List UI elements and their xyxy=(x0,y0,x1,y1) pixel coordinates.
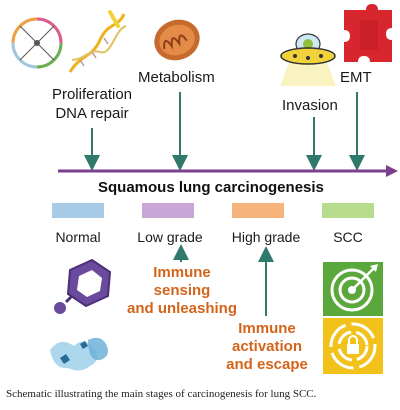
immune-sensing-line-1: Immune xyxy=(153,264,211,281)
stage-label-high-grade: High grade xyxy=(231,229,301,245)
ufo-icon xyxy=(280,33,336,86)
immune-sensing-line-2: sensing xyxy=(153,282,211,299)
stage-swatch-high-grade xyxy=(232,203,284,218)
immune-activation-label: Immune activation and escape xyxy=(212,320,322,374)
maze-lock-icon xyxy=(323,318,383,374)
figure-caption: Schematic illustrating the main stages o… xyxy=(6,388,317,400)
mitochondrion-icon xyxy=(154,19,200,61)
invasion-label: Invasion xyxy=(282,97,338,114)
metabolism-label: Metabolism xyxy=(138,69,215,86)
stage-label-normal: Normal xyxy=(55,229,101,245)
cell-cycle-icon xyxy=(11,17,63,69)
timeline-title: Squamous lung carcinogenesis xyxy=(98,179,324,196)
immune-sensing-line-3: and unleashing xyxy=(126,300,237,317)
immune-sensing-label: Immune sensing and unleashing xyxy=(122,264,242,318)
stage-label-low-grade: Low grade xyxy=(137,229,203,245)
emt-label: EMT xyxy=(340,69,372,86)
immune-cells-icon xyxy=(50,337,108,371)
proliferation-label: Proliferation xyxy=(51,86,133,103)
puzzle-icon xyxy=(344,4,392,62)
molecular-ring-icon xyxy=(54,258,112,314)
dna-repair-label: DNA repair xyxy=(55,105,129,122)
stage-label-scc: SCC xyxy=(333,229,363,245)
immune-activation-line-2: activation xyxy=(231,338,303,355)
stage-swatch-scc xyxy=(322,203,374,218)
dna-helix-icon xyxy=(68,10,127,73)
target-icon xyxy=(323,262,383,316)
stage-swatch-low-grade xyxy=(142,203,194,218)
immune-activation-line-3: and escape xyxy=(226,356,308,373)
immune-activation-line-1: Immune xyxy=(238,320,296,337)
stage-swatch-normal xyxy=(52,203,104,218)
timeline-arrow xyxy=(58,165,398,177)
